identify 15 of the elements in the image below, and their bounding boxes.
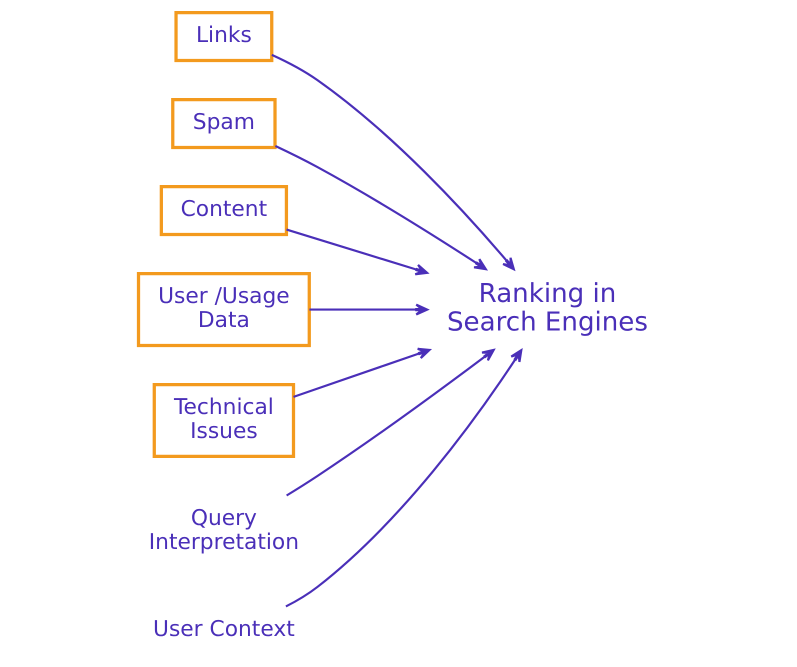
node-box: Links	[174, 11, 273, 62]
arrow	[308, 304, 428, 316]
arrow	[274, 145, 486, 270]
node-box: Spam	[170, 98, 276, 150]
arrow	[292, 348, 430, 398]
arrow	[270, 54, 514, 270]
node-box: User /Usage Data	[136, 272, 310, 348]
node-text: Query Interpretation	[148, 506, 299, 555]
arrow	[286, 228, 428, 276]
node-text: Ranking in Search Engines	[446, 279, 648, 338]
node-text: User Context	[152, 616, 294, 642]
node-box: Technical Issues	[152, 382, 295, 458]
arrow	[284, 349, 522, 608]
node-box: Content	[159, 185, 288, 236]
arrow	[286, 348, 494, 496]
